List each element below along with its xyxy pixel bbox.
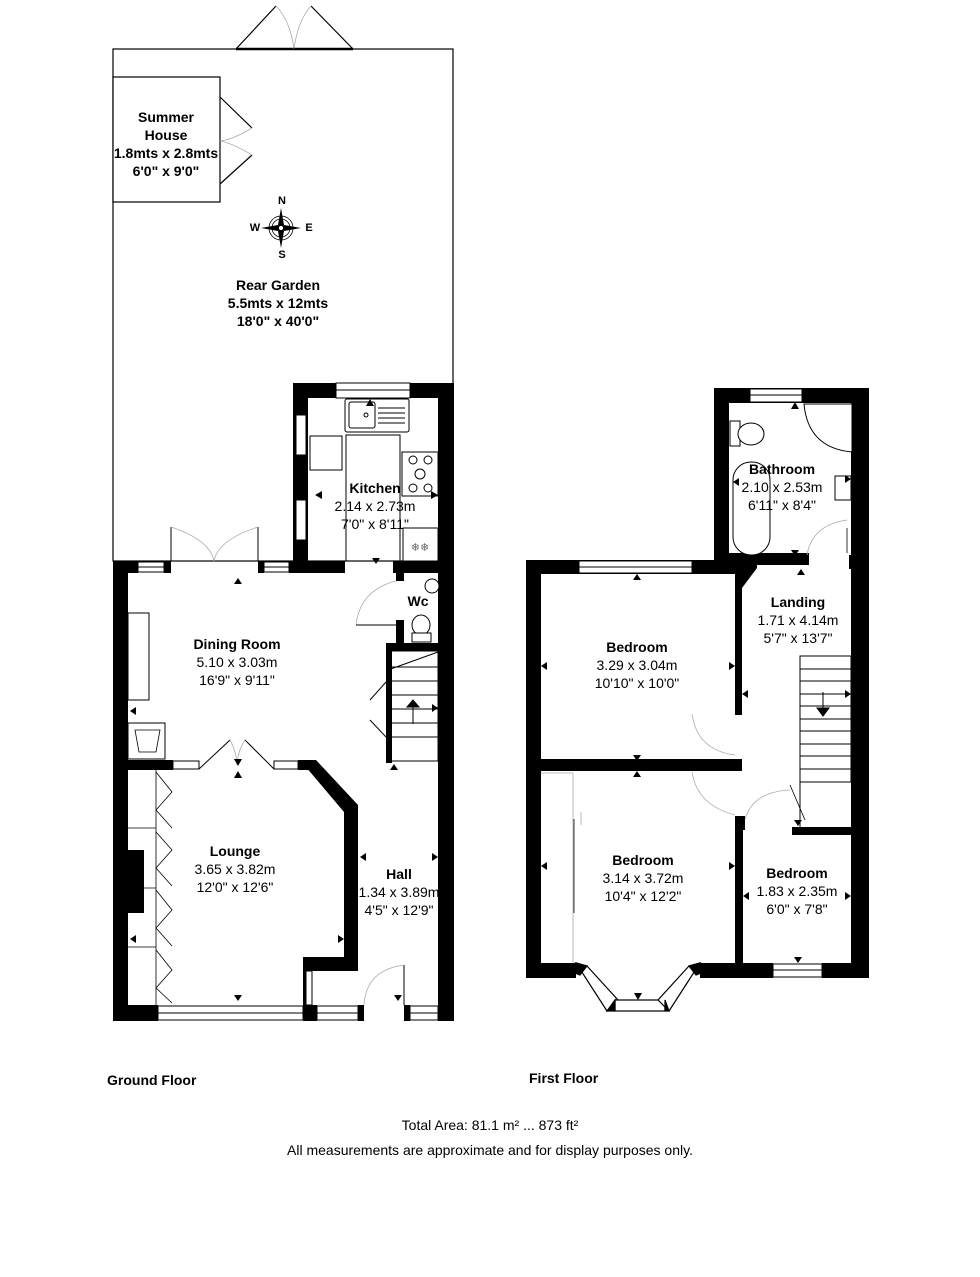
room-kitchen: Kitchen 2.14 x 2.73m 7'0" x 8'11" bbox=[335, 479, 416, 533]
landing-stairs-icon bbox=[799, 655, 852, 827]
first-dimension-markers bbox=[541, 402, 851, 1000]
room-imperial: 4'5" x 12'9" bbox=[364, 902, 434, 918]
bay-window bbox=[569, 962, 707, 1012]
room-metric: 2.14 x 2.73m bbox=[334, 498, 416, 514]
garden-gate-icon bbox=[235, 5, 354, 51]
room-metric: 5.10 x 3.03m bbox=[196, 654, 278, 670]
room-name: Wc bbox=[407, 593, 429, 609]
room-name: Lounge bbox=[209, 843, 261, 859]
room-name: Dining Room bbox=[193, 636, 281, 652]
first-floor-label: First Floor bbox=[529, 1070, 599, 1086]
lounge-wardrobes bbox=[128, 770, 173, 1005]
room-bedroom-3: Bedroom 1.83 x 2.35m 6'0" x 7'8" bbox=[757, 864, 838, 918]
fridge-icon: ❄❄ bbox=[411, 542, 429, 554]
room-name: Summer bbox=[137, 109, 195, 125]
room-bathroom: Bathroom 2.10 x 2.53m 6'11" x 8'4" bbox=[742, 460, 823, 514]
room-bedroom-2: Bedroom 3.14 x 3.72m 10'4" x 12'2" bbox=[603, 851, 684, 905]
room-name: Hall bbox=[386, 866, 412, 882]
kitchen-fixtures bbox=[309, 398, 439, 562]
bedroom-wardrobe bbox=[541, 772, 582, 963]
compass-icon bbox=[261, 208, 301, 248]
summer-house-door-icon bbox=[219, 96, 253, 185]
ground-floor-plan: ❄❄ bbox=[112, 5, 454, 1021]
room-imperial: 6'0" x 9'0" bbox=[132, 163, 200, 179]
room-wc: Wc bbox=[408, 592, 429, 610]
room-lounge: Lounge 3.65 x 3.82m 12'0" x 12'6" bbox=[195, 842, 276, 896]
room-bedroom-1: Bedroom 3.29 x 3.04m 10'10" x 10'0" bbox=[595, 638, 680, 692]
ground-stairs-icon bbox=[387, 650, 439, 762]
room-metric: 3.29 x 3.04m bbox=[596, 657, 678, 673]
room-name: Landing bbox=[770, 594, 826, 610]
room-imperial: 6'0" x 7'8" bbox=[766, 901, 828, 917]
room-name: Bathroom bbox=[748, 461, 816, 477]
room-metric: 5.5mts x 12mts bbox=[227, 295, 329, 311]
room-imperial: 16'9" x 9'11" bbox=[199, 672, 275, 688]
ground-floor-windows bbox=[137, 382, 439, 1021]
room-imperial: 10'10" x 10'0" bbox=[594, 675, 680, 691]
ground-dimension-markers bbox=[130, 399, 438, 1001]
room-summer-house: Summer House 1.8mts x 2.8mts 6'0" x 9'0" bbox=[114, 108, 218, 180]
disclaimer: All measurements are approximate and for… bbox=[287, 1142, 693, 1158]
compass-w: W bbox=[249, 222, 261, 234]
room-imperial: 10'4" x 12'2" bbox=[604, 888, 682, 904]
room-metric: 1.8mts x 2.8mts bbox=[113, 145, 219, 161]
room-imperial: 6'11" x 8'4" bbox=[748, 497, 816, 513]
room-metric: 1.71 x 4.14m bbox=[757, 612, 839, 628]
room-dining-room: Dining Room 5.10 x 3.03m 16'9" x 9'11" bbox=[193, 635, 280, 689]
room-name: Kitchen bbox=[349, 480, 401, 496]
compass-s: S bbox=[278, 249, 286, 261]
room-imperial: 7'0" x 8'11" bbox=[341, 516, 409, 532]
ground-floor-label: Ground Floor bbox=[107, 1072, 197, 1088]
room-imperial: 18'0" x 40'0" bbox=[236, 313, 320, 329]
compass-e: E bbox=[305, 222, 313, 234]
room-landing: Landing 1.71 x 4.14m 5'7" x 13'7" bbox=[758, 593, 839, 647]
room-metric: 2.10 x 2.53m bbox=[741, 479, 823, 495]
room-name: Rear Garden bbox=[235, 277, 321, 293]
ground-floor-doors bbox=[170, 526, 405, 1006]
room-name: Bedroom bbox=[766, 865, 828, 881]
room-metric: 3.14 x 3.72m bbox=[602, 870, 684, 886]
room-name-2: House bbox=[144, 127, 188, 143]
total-area: Total Area: 81.1 m² ... 873 ft² bbox=[401, 1117, 579, 1133]
summer-house-outline bbox=[112, 76, 221, 203]
room-metric: 1.34 x 3.89m bbox=[358, 884, 440, 900]
wc-fixtures bbox=[411, 578, 440, 643]
first-floor-doors bbox=[691, 519, 848, 821]
room-hall: Hall 1.34 x 3.89m 4'5" x 12'9" bbox=[359, 865, 440, 919]
first-floor-windows bbox=[578, 388, 823, 978]
room-name: Bedroom bbox=[606, 639, 668, 655]
room-imperial: 12'0" x 12'6" bbox=[196, 879, 274, 895]
room-imperial: 5'7" x 13'7" bbox=[763, 630, 833, 646]
bathroom-fixtures bbox=[729, 403, 853, 556]
room-rear-garden: Rear Garden 5.5mts x 12mts 18'0" x 40'0" bbox=[228, 276, 328, 330]
compass-n: N bbox=[278, 195, 286, 207]
first-floor-plan bbox=[526, 388, 869, 1012]
room-metric: 1.83 x 2.35m bbox=[756, 883, 838, 899]
room-metric: 3.65 x 3.82m bbox=[194, 861, 276, 877]
dining-fixtures bbox=[127, 612, 166, 760]
room-name: Bedroom bbox=[612, 852, 674, 868]
